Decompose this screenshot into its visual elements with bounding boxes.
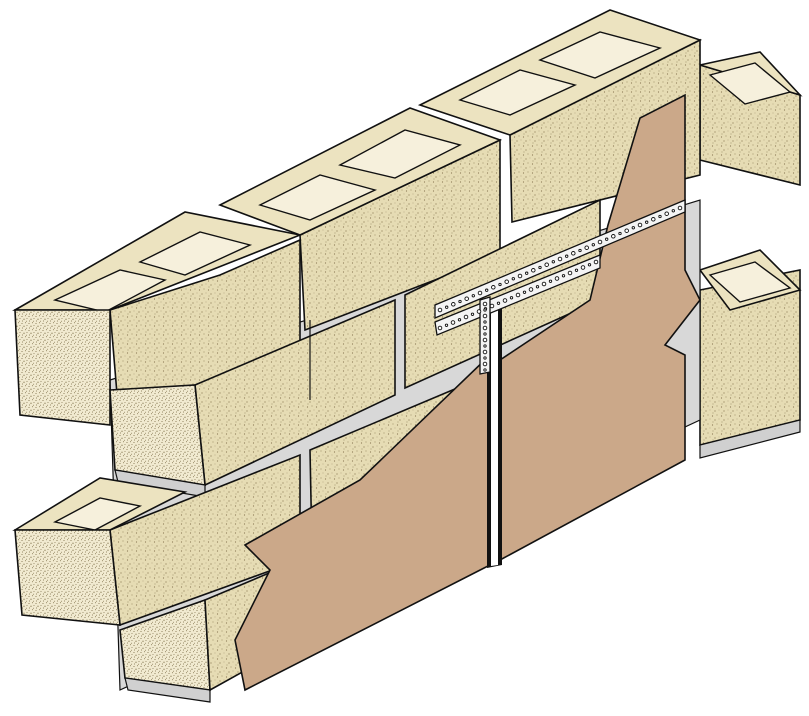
lath-perforation [515,292,521,298]
lath-perforation [509,296,514,300]
lath-perforation [483,356,487,360]
lath-perforation [584,245,589,250]
lath-perforation [463,314,469,320]
lath-perforation [645,220,649,224]
lath-perforation [548,279,553,283]
lath-perforation [471,294,475,298]
lath-perforation [561,274,566,278]
lath-perforation [445,305,449,309]
lath-perforation [557,256,563,262]
lath-perforation [587,263,592,267]
lath-perforation [485,288,489,292]
lath-perforation [637,222,643,228]
lath-perforation [591,243,595,247]
lath-perforation [483,344,487,348]
lath-perforation [554,276,560,281]
lath-perforation [677,205,683,211]
lath-perforation [578,248,582,253]
lath-perforation [611,234,616,239]
lath-perforation [528,287,534,292]
lath-perforation [571,251,576,256]
lath-perforation [535,285,540,289]
back-right-upper-block [699,51,803,187]
lath-perforation [593,259,599,265]
lath-perforation [482,337,488,343]
lath-perforation [531,268,536,273]
lath-perforation [525,271,529,275]
lath-perforation [498,282,502,287]
course-2-end-face [109,384,206,486]
lath-perforation [482,361,488,367]
lath-perforation [618,231,622,236]
lath-perforation [502,298,508,303]
lath-perforation [483,320,487,324]
lath-perforation [504,279,509,284]
back-right-lower-block [698,249,802,459]
lath-perforation [651,217,656,222]
lath-perforation [567,270,573,276]
lath-perforation [477,290,483,296]
lath-perforation [450,320,456,325]
control-joint [487,300,502,568]
lath-perforation [541,281,547,287]
lath-perforation [451,302,456,307]
lath-perforation [671,209,675,213]
lath-perforation [574,268,579,272]
lath-perforation [458,299,462,304]
lath-perforation [483,368,487,372]
lath-perforation [482,301,488,307]
lath-perforation [491,285,496,290]
lath-perforation [631,226,635,230]
lath-perforation [444,323,449,327]
metal-lath-strips [434,199,686,375]
lath-perforation [483,332,487,336]
lath-perforation [544,262,549,267]
lath-perforation [580,265,586,270]
lath-perforation [522,290,527,294]
course-3-end-face [14,529,121,626]
lath-perforation [664,211,669,216]
course-1-end-face [14,309,111,426]
lath-perforation [489,303,495,309]
lath-perforation [476,309,482,314]
lath-perforation [464,296,469,301]
lath-perforation [605,237,609,241]
lath-perforation [551,260,555,264]
lath-perforation [565,254,569,258]
lath-perforation [482,349,488,355]
lath-perforation [437,307,443,313]
lath-perforation [483,308,487,312]
plaster-left-leaf [234,353,491,692]
lath-perforation [624,228,629,233]
lath-perforation [517,273,523,279]
lath-perforation [511,277,515,281]
course-4-base-shadow [124,677,211,703]
lath-perforation [482,313,488,319]
lath-perforation [658,214,662,219]
lath-perforation [538,265,542,270]
lath-perforation [597,239,603,245]
lath-perforation [482,325,488,331]
lath-perforation [470,312,475,316]
course-1-tops [12,9,703,313]
lath-perforation [457,318,462,322]
lath-perforation [496,301,501,305]
lath-perforation [437,325,443,331]
